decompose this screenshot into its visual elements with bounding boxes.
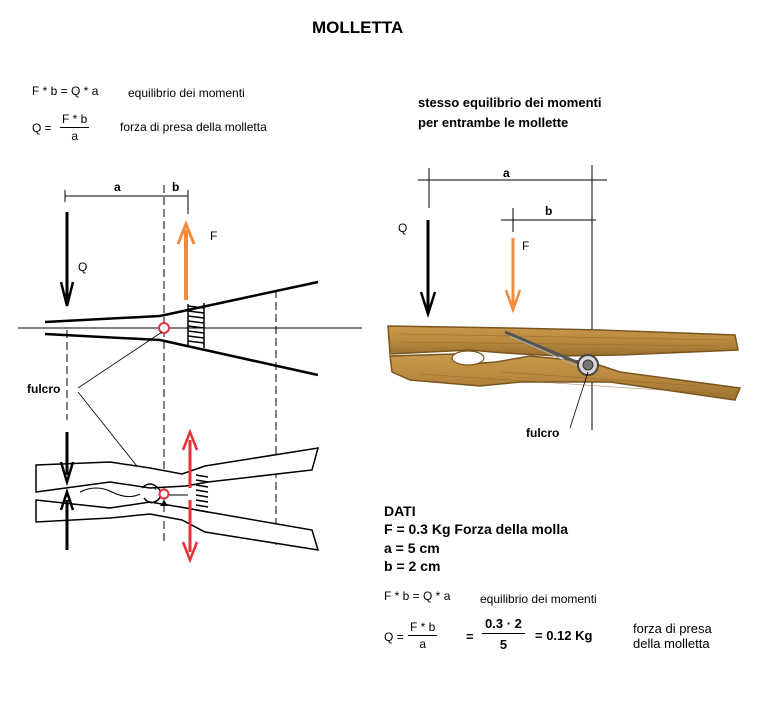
left-clothespin-drawing (35, 428, 320, 564)
right-f-arrow-head (504, 289, 522, 314)
fulcrum-point (158, 322, 170, 334)
fulcro-label-left: fulcro (27, 382, 60, 396)
dati-line-force: F = 0.3 Kg Forza della molla (384, 521, 568, 537)
right-schematic: a b Q F (387, 165, 742, 430)
dati-formula-desc-line2: della molletta (633, 636, 710, 651)
dati-formula-values-denominator: 5 (499, 637, 508, 652)
dati-formula-numerator: F * b (408, 620, 438, 636)
dati-formula-values-fraction: 0.3 · 2 5 (482, 616, 525, 652)
dim-label-b: b (172, 180, 179, 194)
wood-notch (451, 350, 485, 366)
dati-formula-fraction: F * b a (408, 620, 438, 651)
dati-moment-equation-desc: equilibrio dei momenti (480, 592, 597, 606)
left-schematic: a b Q F (18, 180, 362, 545)
dati-heading: DATI (384, 503, 416, 519)
dati-line-a: a = 5 cm (384, 540, 440, 556)
wood-upper-leg (387, 325, 739, 357)
right-q-arrow-head (419, 291, 437, 319)
metal-spring-arm (504, 330, 587, 368)
page-title: MOLLETTA (312, 18, 404, 37)
right-q-force-label: Q (398, 221, 407, 235)
dati-formula-equals: = (466, 629, 474, 644)
fulcro-label-right: fulcro (526, 426, 559, 440)
dati-formula-desc-line1: forza di presa (633, 621, 712, 636)
spring-coil-lower (195, 474, 209, 513)
force-formula-fraction: F * b a (60, 112, 90, 143)
force-formula-denominator: a (71, 129, 79, 143)
red-arrow-up-head (181, 428, 199, 451)
f-arrow-head (176, 219, 196, 245)
right-dim-label-b: b (545, 204, 552, 218)
dati-line-b: b = 2 cm (384, 558, 441, 574)
dati-formula-lhs: Q = (384, 630, 404, 644)
dati-formula-values-numerator: 0.3 · 2 (482, 616, 525, 634)
right-f-force-label: F (522, 239, 529, 253)
q-force-label: Q (78, 260, 87, 274)
fulcrum-point-lower (158, 488, 170, 500)
force-formula-numerator: F * b (60, 112, 90, 128)
q-arrow-head (59, 281, 75, 307)
spring-coil (187, 303, 205, 348)
right-heading-line2: per entrambe le mollette (418, 115, 569, 130)
dim-label-a: a (114, 180, 121, 194)
moment-equation-desc: equilibrio dei momenti (128, 86, 245, 100)
right-dim-label-a: a (503, 166, 510, 180)
moment-equation: F * b = Q * a (32, 84, 99, 98)
dati-formula-denominator: a (419, 637, 427, 651)
force-formula-desc: forza di presa della molletta (120, 120, 267, 134)
right-heading-line1: stesso equilibrio dei momenti (418, 95, 602, 110)
f-force-label: F (210, 229, 217, 243)
dati-formula-result: = 0.12 Kg (535, 628, 593, 643)
force-formula-lhs: Q = (32, 121, 52, 135)
dati-moment-equation: F * b = Q * a (384, 589, 451, 603)
red-arrow-down-head (181, 541, 199, 564)
